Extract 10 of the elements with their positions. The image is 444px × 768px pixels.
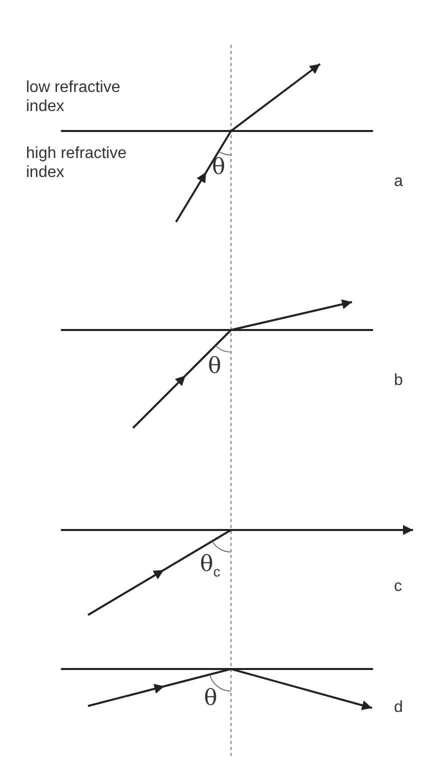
medium-label: high refractive index [26, 144, 128, 182]
panel-letter: d [394, 698, 403, 717]
angle-symbol: θ [212, 156, 226, 180]
angle-symbol: θ$_{c}$ [200, 553, 220, 582]
angle-symbol: θ [204, 687, 218, 711]
panel-letter: a [394, 172, 403, 191]
panel-letter: c [394, 577, 402, 596]
panel-letter: b [394, 371, 403, 390]
angle-symbol: θ [208, 355, 222, 379]
medium-label: low refractive index [26, 78, 122, 116]
